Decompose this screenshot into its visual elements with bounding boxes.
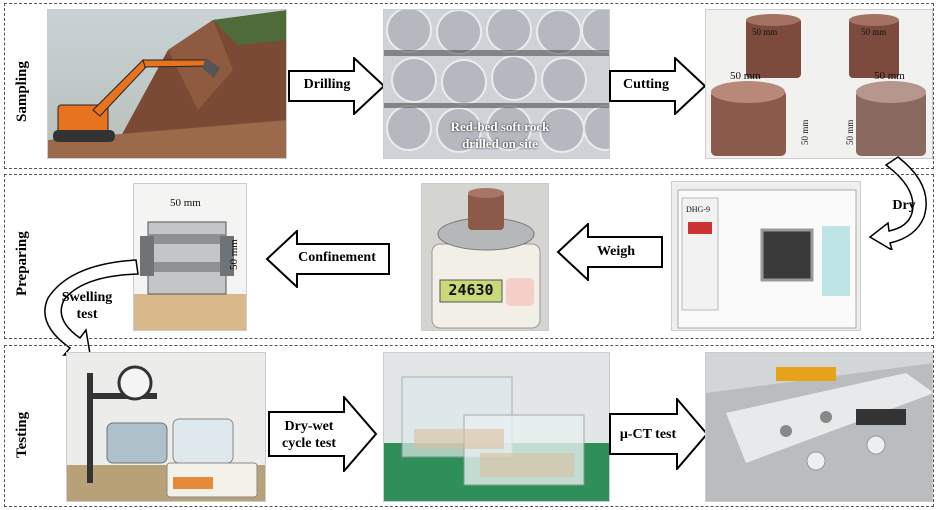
weigh-arrow bbox=[556, 223, 663, 281]
row-label-preparing: Preparing bbox=[14, 231, 30, 296]
dry-curved-arrow bbox=[868, 156, 927, 250]
soft-rock-caption: Red-bed soft rock drilled on site bbox=[430, 118, 570, 152]
ring-dim-top: 50 mm bbox=[170, 197, 201, 209]
sampling-panel bbox=[4, 3, 934, 169]
dim-bottom-left: 50 mm bbox=[730, 70, 761, 82]
weigh-label: Weigh bbox=[596, 244, 636, 259]
preparing-panel bbox=[4, 174, 934, 339]
drilling-label: Drilling bbox=[303, 77, 351, 92]
muct-label: μ-CT test bbox=[619, 427, 677, 442]
swelling-label-line1: Swelling bbox=[61, 290, 113, 305]
dim-top-left: 50 mm bbox=[752, 27, 778, 37]
drywet-label: Dry-wet cycle test bbox=[274, 418, 344, 452]
drilling-arrow bbox=[288, 57, 386, 115]
dim-vertical-left: 50 mm bbox=[800, 119, 810, 145]
confinement-ring-photo bbox=[133, 183, 247, 331]
cutting-arrow bbox=[609, 57, 707, 115]
weigh-scale-photo bbox=[421, 183, 549, 331]
row-label-sampling: Sampling bbox=[14, 61, 30, 122]
excavator-photo bbox=[47, 9, 287, 159]
confinement-label: Confinement bbox=[298, 250, 376, 265]
drying-oven-photo bbox=[671, 181, 861, 331]
dim-vertical-right: 50 mm bbox=[845, 119, 855, 145]
cutting-label: Cutting bbox=[623, 77, 669, 92]
scale-display: 24630 bbox=[448, 281, 494, 299]
drywet-arrow bbox=[268, 396, 378, 472]
oven-label: DHG-9 bbox=[686, 205, 710, 214]
dry-label: Dry bbox=[892, 198, 916, 213]
soft-rock-caption-line2: drilled on site bbox=[462, 136, 538, 151]
muct-arrow bbox=[609, 398, 709, 470]
micro-ct-photo bbox=[705, 352, 933, 502]
swelling-label: Swelling test bbox=[52, 289, 122, 323]
soft-rock-photo bbox=[383, 9, 610, 159]
drywet-tanks-photo bbox=[383, 352, 610, 502]
testing-panel bbox=[4, 345, 934, 507]
ring-dim-vertical: 50 mm bbox=[228, 239, 240, 270]
dim-bottom-right: 50 mm bbox=[874, 70, 905, 82]
drywet-label-line1: Dry-wet bbox=[284, 419, 334, 434]
dim-top-right: 50 mm bbox=[861, 27, 887, 37]
row-label-testing: Testing bbox=[14, 411, 30, 458]
soft-rock-caption-line1: Red-bed soft rock bbox=[450, 119, 550, 134]
drywet-label-line2: cycle test bbox=[281, 436, 337, 451]
confinement-arrow bbox=[265, 230, 390, 288]
swelling-label-line2: test bbox=[76, 307, 98, 322]
cut-samples-photo bbox=[705, 9, 933, 159]
swelling-apparatus-photo bbox=[66, 352, 266, 502]
